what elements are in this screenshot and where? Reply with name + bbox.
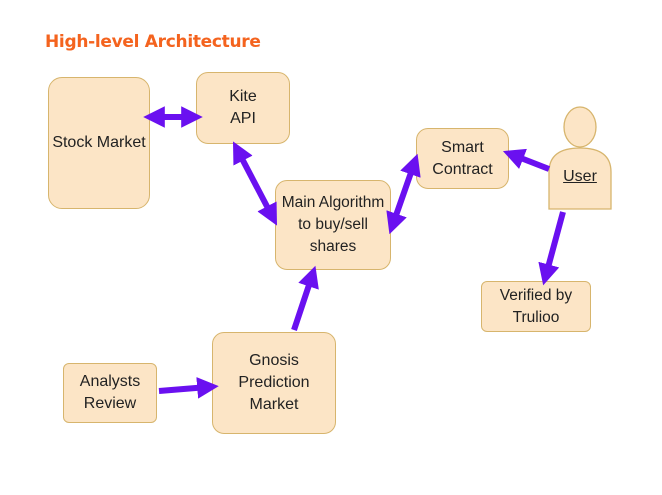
arrow-user-verified	[538, 211, 566, 286]
arrow-kite-main	[232, 141, 278, 226]
node-verified-by-trulioo: Verified by Trulioo	[481, 281, 591, 332]
arrow-main-contract	[386, 153, 421, 235]
node-kite-api: Kite API	[196, 72, 290, 144]
node-main-algorithm: Main Algorithm to buy/sell shares	[275, 180, 391, 270]
node-stock-market: Stock Market	[48, 77, 150, 209]
diagram-title: High-level Architecture	[45, 32, 261, 52]
node-analysts-review: Analysts Review	[63, 363, 157, 423]
user-body	[548, 147, 612, 210]
arrow-analysts-gnosis	[158, 377, 219, 399]
node-gnosis-prediction-market: Gnosis Prediction Market	[212, 332, 336, 434]
user-head	[563, 106, 597, 148]
arrow-user-contract	[502, 148, 551, 172]
arrow-gnosis-main	[291, 265, 319, 331]
user-label: User	[563, 168, 597, 185]
